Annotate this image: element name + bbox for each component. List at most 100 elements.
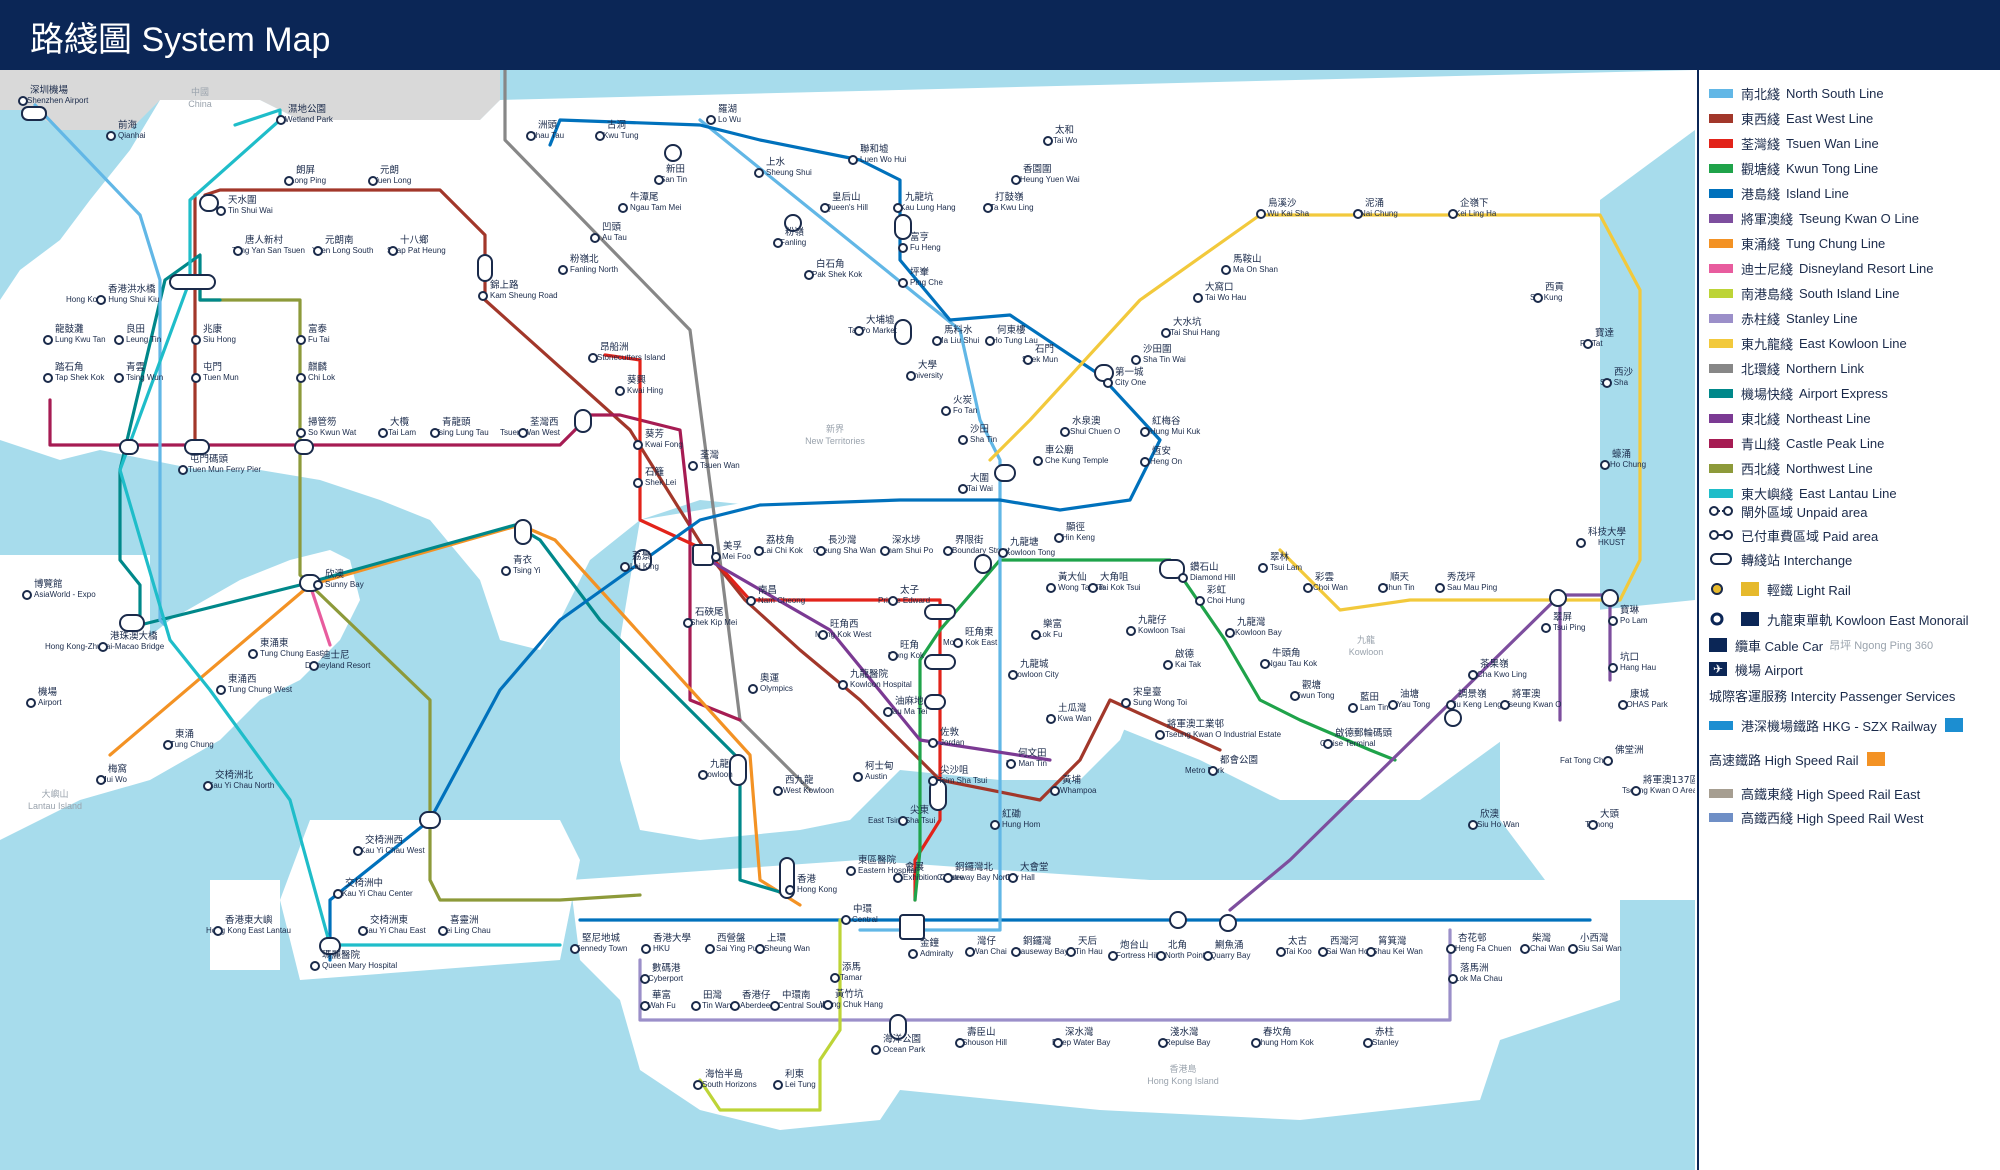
station-dot[interactable] (748, 684, 758, 694)
station-dot[interactable] (888, 651, 898, 661)
station-dot[interactable] (953, 638, 963, 648)
station-dot[interactable] (248, 649, 258, 659)
station-dot[interactable] (770, 1001, 780, 1011)
station-dot[interactable] (1568, 944, 1578, 954)
station-dot[interactable] (1603, 756, 1613, 766)
station-dot[interactable] (1388, 700, 1398, 710)
station-dot[interactable] (1163, 660, 1173, 670)
station-dot[interactable] (558, 265, 568, 275)
station-dot[interactable] (633, 440, 643, 450)
station-dot[interactable] (955, 1038, 965, 1048)
station-dot[interactable] (1221, 265, 1231, 275)
station-dot[interactable] (1318, 947, 1328, 957)
station-dot[interactable] (1011, 175, 1021, 185)
station-dot[interactable] (233, 246, 243, 256)
station-dot[interactable] (1203, 951, 1213, 961)
station-dot[interactable] (730, 1001, 740, 1011)
station-dot[interactable] (688, 461, 698, 471)
station-dot[interactable] (368, 176, 378, 186)
station-dot[interactable] (838, 680, 848, 690)
station-dot[interactable] (388, 246, 398, 256)
station-dot[interactable] (1323, 739, 1333, 749)
station-dot[interactable] (191, 335, 201, 345)
station-dot[interactable] (309, 661, 319, 671)
station-dot[interactable] (18, 96, 28, 106)
station-dot[interactable] (823, 1000, 833, 1010)
station-dot[interactable] (191, 373, 201, 383)
station-dot[interactable] (1108, 951, 1118, 961)
station-dot[interactable] (841, 915, 851, 925)
station-dot[interactable] (1054, 533, 1064, 543)
station-dot[interactable] (106, 131, 116, 141)
station-dot[interactable] (276, 115, 286, 125)
station-dot[interactable] (313, 246, 323, 256)
station-dot[interactable] (691, 1001, 701, 1011)
station-dot[interactable] (820, 203, 830, 213)
station-dot[interactable] (1618, 700, 1628, 710)
station-dot[interactable] (1541, 623, 1551, 633)
station-dot[interactable] (755, 944, 765, 954)
station-dot[interactable] (618, 203, 628, 213)
station-dot[interactable] (640, 1001, 650, 1011)
station-dot[interactable] (216, 685, 226, 695)
station-dot[interactable] (1251, 1038, 1261, 1048)
station-dot[interactable] (590, 233, 600, 243)
station-dot[interactable] (1446, 944, 1456, 954)
station-dot[interactable] (1348, 703, 1358, 713)
station-dot[interactable] (928, 738, 938, 748)
station-dot[interactable] (1156, 951, 1166, 961)
station-dot[interactable] (1161, 328, 1171, 338)
station-dot[interactable] (773, 1080, 783, 1090)
station-dot[interactable] (893, 873, 903, 883)
station-dot[interactable] (588, 353, 598, 363)
station-dot[interactable] (893, 203, 903, 213)
station-dot[interactable] (1066, 947, 1076, 957)
station-dot[interactable] (43, 373, 53, 383)
station-dot[interactable] (1258, 563, 1268, 573)
station-dot[interactable] (654, 175, 664, 185)
station-dot[interactable] (1583, 339, 1593, 349)
station-dot[interactable] (1195, 596, 1205, 606)
station-dot[interactable] (1631, 786, 1641, 796)
station-dot[interactable] (96, 295, 106, 305)
station-dot[interactable] (358, 926, 368, 936)
station-dot[interactable] (1023, 355, 1033, 365)
station-dot[interactable] (958, 484, 968, 494)
station-dot[interactable] (958, 435, 968, 445)
station-dot[interactable] (1533, 293, 1543, 303)
station-dot[interactable] (1043, 136, 1053, 146)
station-dot[interactable] (853, 772, 863, 782)
station-dot[interactable] (1103, 378, 1113, 388)
station-dot[interactable] (943, 546, 953, 556)
station-dot[interactable] (1140, 427, 1150, 437)
station-dot[interactable] (898, 816, 908, 826)
station-dot[interactable] (1006, 759, 1016, 769)
station-dot[interactable] (1435, 583, 1445, 593)
station-dot[interactable] (1500, 700, 1510, 710)
station-dot[interactable] (1208, 766, 1218, 776)
station-dot[interactable] (818, 630, 828, 640)
station-dot[interactable] (1140, 457, 1150, 467)
station-dot[interactable] (203, 781, 213, 791)
station-dot[interactable] (640, 974, 650, 984)
station-dot[interactable] (711, 552, 721, 562)
station-dot[interactable] (908, 949, 918, 959)
station-dot[interactable] (983, 203, 993, 213)
station-dot[interactable] (1446, 700, 1456, 710)
station-dot[interactable] (1378, 583, 1388, 593)
station-dot[interactable] (804, 270, 814, 280)
system-map[interactable]: 中國 China 新界 New Territories 九龍 Kowloon 大… (0, 70, 1695, 1170)
station-dot[interactable] (1468, 670, 1478, 680)
station-dot[interactable] (754, 168, 764, 178)
station-dot[interactable] (478, 291, 488, 301)
station-dot[interactable] (378, 428, 388, 438)
station-dot[interactable] (943, 873, 953, 883)
station-dot[interactable] (98, 642, 108, 652)
station-dot[interactable] (1031, 630, 1041, 640)
station-dot[interactable] (898, 243, 908, 253)
station-dot[interactable] (816, 546, 826, 556)
station-dot[interactable] (501, 566, 511, 576)
station-dot[interactable] (985, 336, 995, 346)
station-dot[interactable] (43, 335, 53, 345)
station-dot[interactable] (906, 371, 916, 381)
